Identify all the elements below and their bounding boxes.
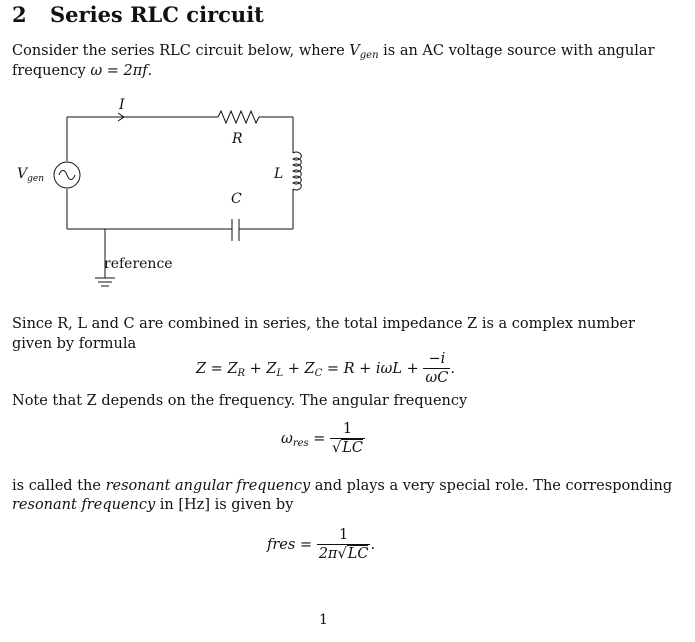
ac-source	[53, 161, 81, 189]
formula-zl: + Z	[245, 361, 277, 377]
zr-sub: R	[237, 368, 246, 379]
capacitor-label: C	[231, 191, 242, 207]
omega-numerator: 1	[330, 421, 366, 439]
resonant-text-a: is called the	[12, 478, 106, 494]
fres-two-pi: 2π	[318, 546, 338, 562]
inductor-label: L	[273, 166, 283, 182]
ground-label: reference	[104, 256, 173, 272]
rlc-circuit-diagram: I R L C Vgen reference	[17, 97, 302, 287]
omega-symbol: ω	[281, 431, 293, 447]
section-title: Series RLC circuit	[50, 2, 264, 27]
impedance-line-1: Since R, L and C are combined in series,…	[12, 316, 635, 332]
section-number: 2	[12, 2, 27, 27]
resistor	[217, 109, 260, 125]
omega-res-sub: res	[292, 438, 309, 449]
vgen-symbol: V	[349, 43, 360, 59]
note-line: Note that Z depends on the frequency. Th…	[12, 393, 468, 409]
zl-sub: L	[276, 368, 284, 379]
vgen-subscript: gen	[359, 50, 379, 61]
resonant-text-c: in [Hz] is given by	[155, 497, 294, 513]
zc-sub: C	[314, 368, 323, 379]
resonant-text-b: and plays a very special role. The corre…	[310, 478, 673, 494]
resistor-label: R	[231, 131, 243, 147]
sine-icon	[58, 170, 76, 180]
formula-period: .	[450, 361, 455, 377]
current-arrow	[117, 112, 125, 122]
omega-fraction: 1√LC	[330, 421, 366, 457]
source-label: Vgen	[17, 166, 44, 184]
resonant-frequency-term: resonant frequency	[12, 497, 156, 513]
impedance-line-2: given by formula	[12, 336, 137, 352]
fres-lhs: fres =	[267, 537, 317, 553]
omega-sqrt-arg: LC	[341, 439, 364, 456]
current-label: I	[118, 97, 125, 113]
fres-period: .	[370, 537, 376, 553]
omega-equals: =	[308, 431, 331, 447]
omega-res-formula: ωres = 1√LC	[281, 421, 366, 457]
intro-text-a: Consider the series RLC circuit below, w…	[12, 43, 350, 59]
fraction-numerator: −i	[423, 351, 451, 369]
inductor	[292, 151, 302, 191]
formula-rhs: = R + iωL +	[322, 361, 424, 377]
intro-line-2: frequency ω = 2πf.	[12, 61, 152, 81]
resonant-angular-term: resonant angular frequency	[105, 478, 311, 494]
omega-definition: ω = 2πf	[90, 63, 148, 79]
fres-denominator: 2π√LC	[318, 545, 369, 562]
formula-lhs: Z = Z	[196, 361, 238, 377]
fres-sqrt-arg: LC	[346, 545, 369, 562]
fres-numerator: 1	[316, 527, 371, 545]
page-number: 1	[319, 612, 328, 628]
intro-line-1: Consider the series RLC circuit below, w…	[12, 41, 655, 66]
intro-period: .	[147, 63, 153, 79]
intro-text-b: is an AC voltage source with angular	[378, 43, 655, 59]
fraction-denominator: ωC	[425, 370, 449, 386]
resonant-line-1: is called the resonant angular frequency…	[12, 476, 672, 496]
omega-denominator: √LC	[332, 439, 364, 456]
resonant-line-2: resonant frequency in [Hz] is given by	[12, 495, 293, 515]
formula-zc: + Z	[283, 361, 315, 377]
intro-text-c: frequency	[12, 63, 91, 79]
